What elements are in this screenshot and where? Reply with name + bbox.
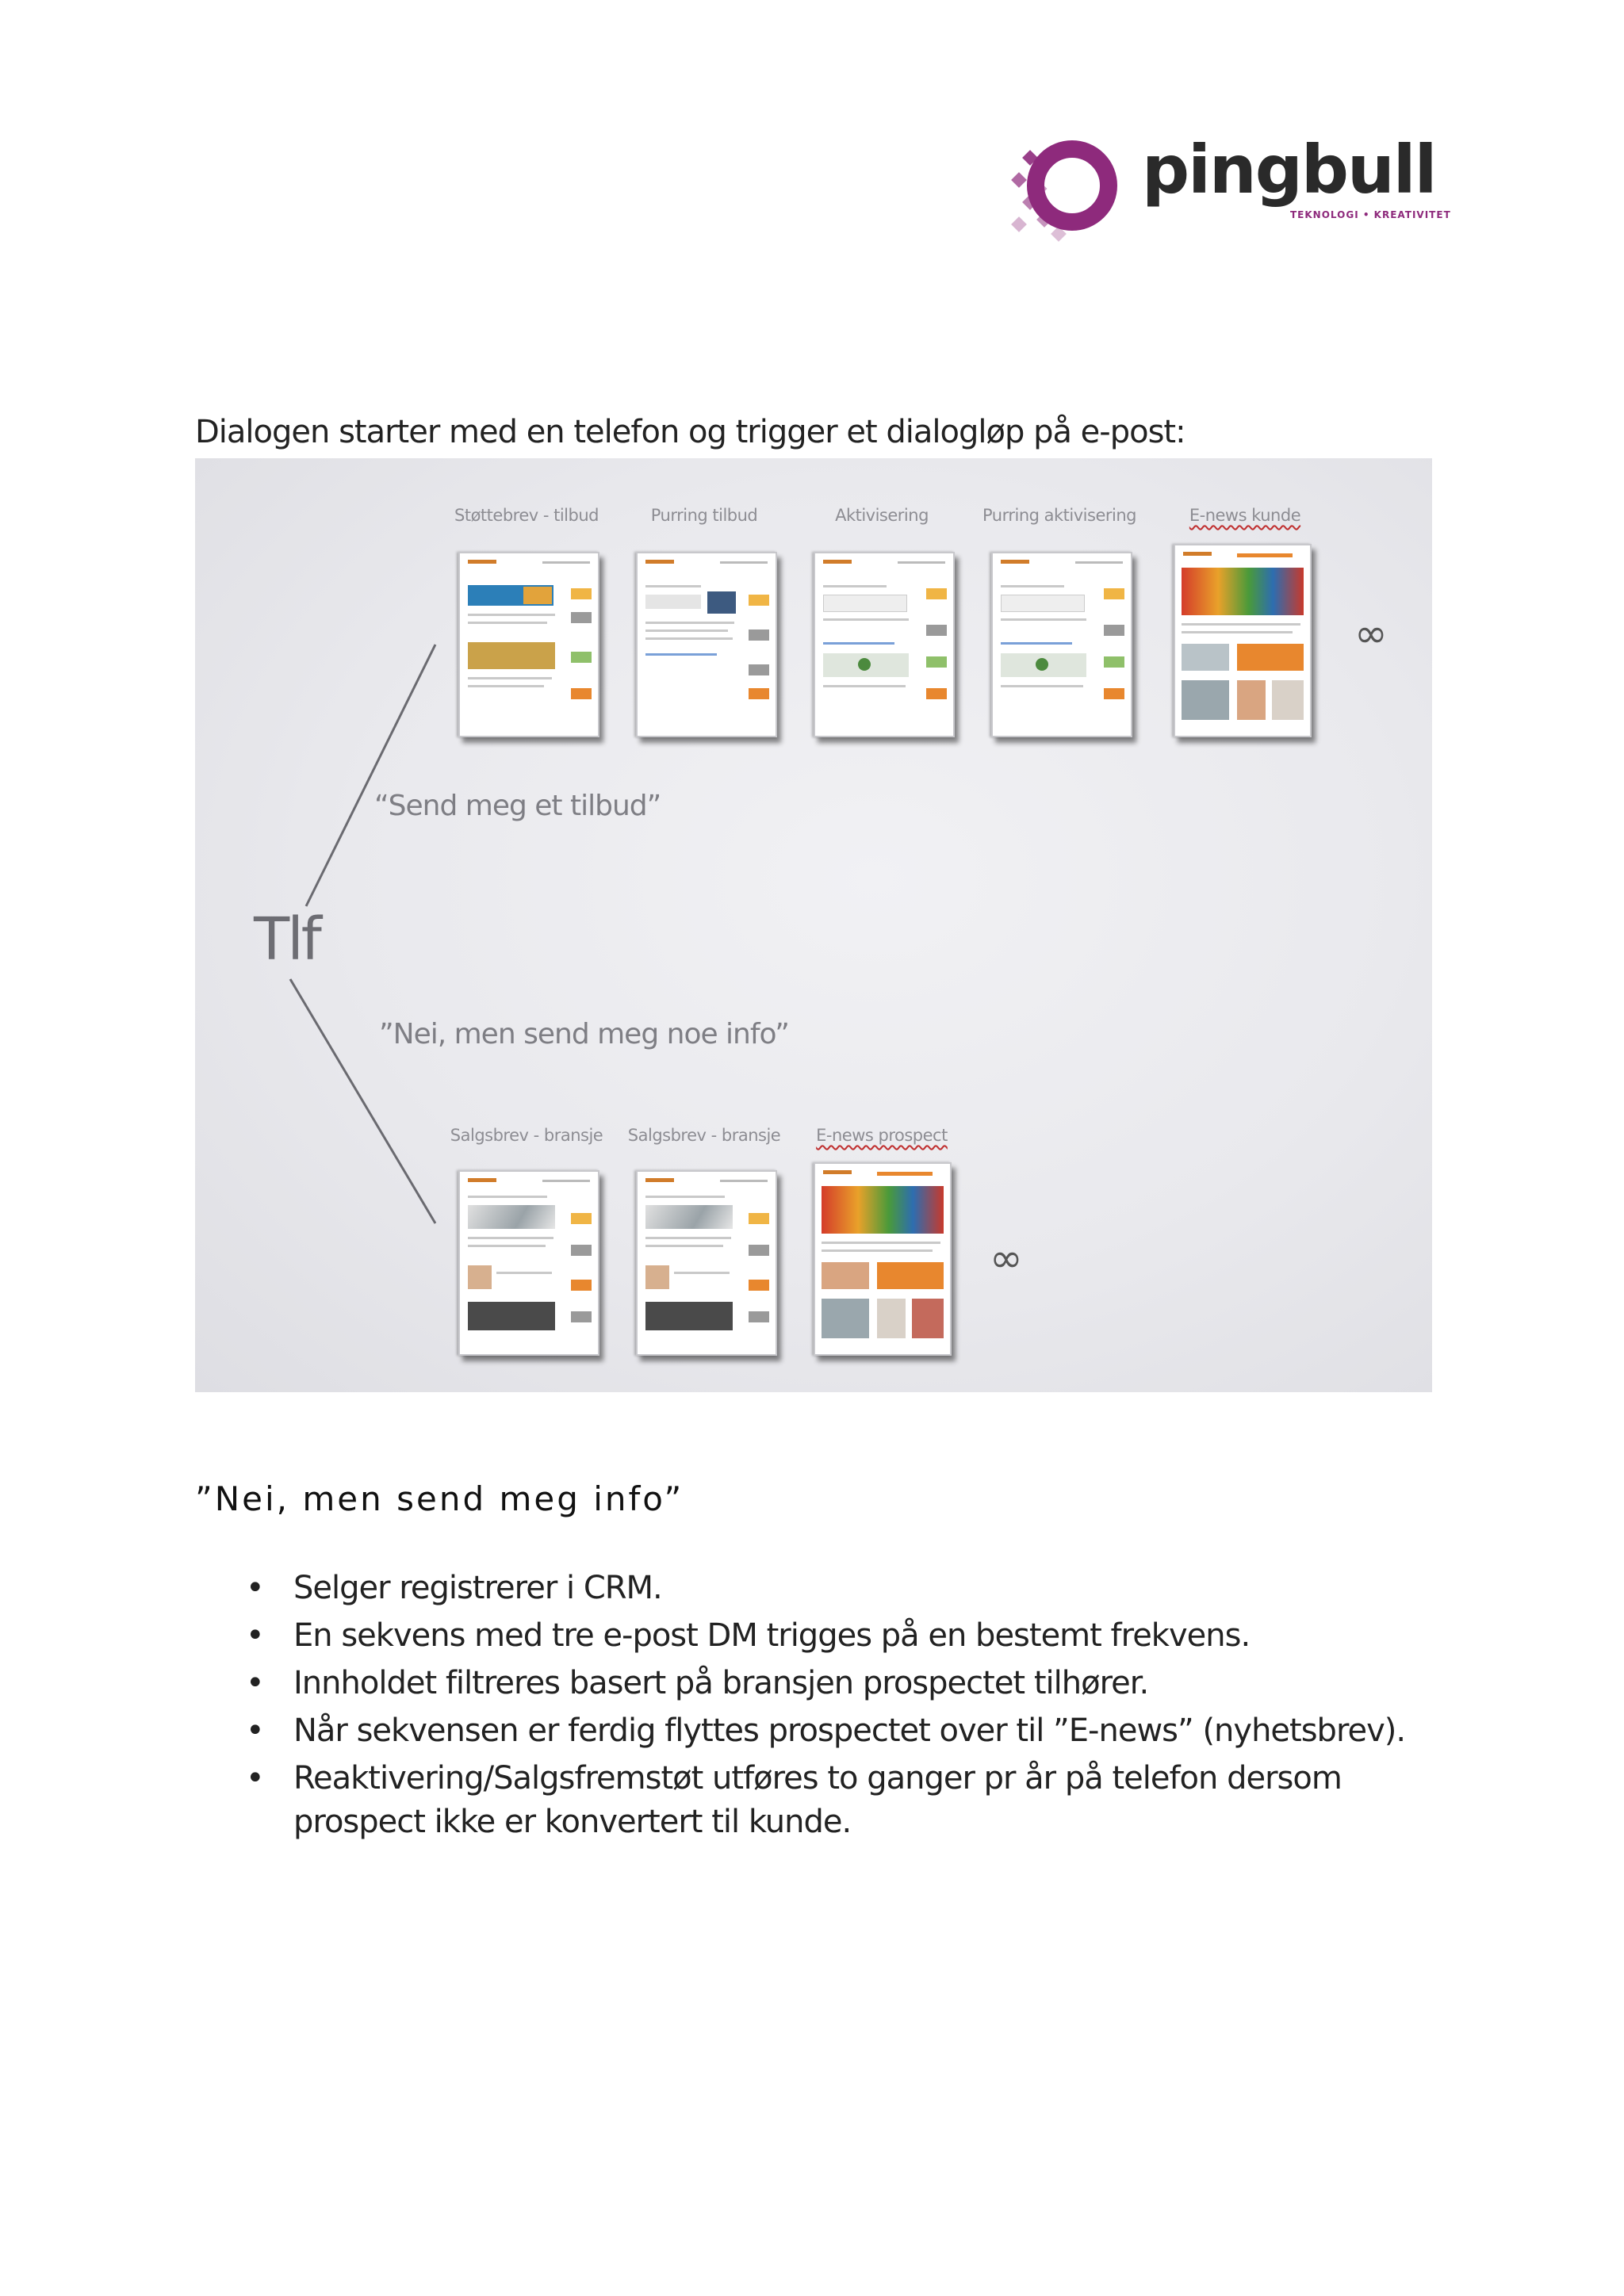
email-thumbnail-enews-kunde [1174,544,1312,737]
email-thumbnail-enews-prospect [814,1162,952,1356]
branch-lines [289,644,437,1224]
email-thumbnail-aktivisering [814,552,955,737]
bullet-item: Innholdet filtreres basert på bransjen p… [243,1662,1432,1705]
section-title: ”Nei, men send meg info” [195,1479,684,1518]
email-thumbnail-purring-aktivisering [991,552,1132,737]
col-label-enews-prospect: E-news prospect [816,1126,948,1145]
bullet-list: Selger registrerer i CRM. En sekvens med… [243,1567,1432,1848]
col-label-enews-kunde: E-news kunde [1189,506,1301,525]
logo-wordmark: pingbull [1142,131,1437,209]
branch-label-info: ”Nei, men send meg noe info” [379,1018,790,1050]
logo-tagline: TEKNOLOGI • KREATIVITET [1290,209,1451,220]
email-thumbnail-salgsbrev-1 [458,1170,599,1356]
col-label-salgsbrev-2: Salgsbrev - bransje [627,1126,781,1145]
email-thumbnail-salgsbrev-2 [636,1170,777,1356]
intro-text: Dialogen starter med en telefon og trigg… [195,414,1186,450]
col-label-aktivisering: Aktivisering [835,506,929,525]
branch-label-offer: “Send meg et tilbud” [374,790,661,822]
col-label-stottebrev: Støttebrev - tilbud [454,506,599,525]
email-thumbnail-purring-tilbud [636,552,777,737]
bullet-item: Når sekvensen er ferdig flyttes prospect… [243,1709,1432,1753]
bullet-item: Selger registrerer i CRM. [243,1567,1432,1610]
infinity-symbol-top: ∞ [1354,610,1388,656]
col-label-purring-tilbud: Purring tilbud [650,506,758,525]
dialog-flow-diagram: Støttebrev - tilbud Purring tilbud Aktiv… [195,458,1432,1392]
email-thumbnail-stottebrev [458,552,599,737]
col-label-purring-aktivisering: Purring aktivisering [982,506,1136,525]
infinity-symbol-bottom: ∞ [990,1235,1023,1281]
pingbull-logo: pingbull TEKNOLOGI • KREATIVITET [1007,135,1450,250]
bullet-item: Reaktivering/Salgsfremstøt utføres to ga… [243,1757,1432,1844]
bullet-item: En sekvens med tre e-post DM trigges på … [243,1614,1432,1658]
pingbull-logo-icon [1011,140,1117,242]
col-label-salgsbrev-1: Salgsbrev - bransje [450,1126,603,1145]
origin-label-tlf: Tlf [254,905,322,974]
